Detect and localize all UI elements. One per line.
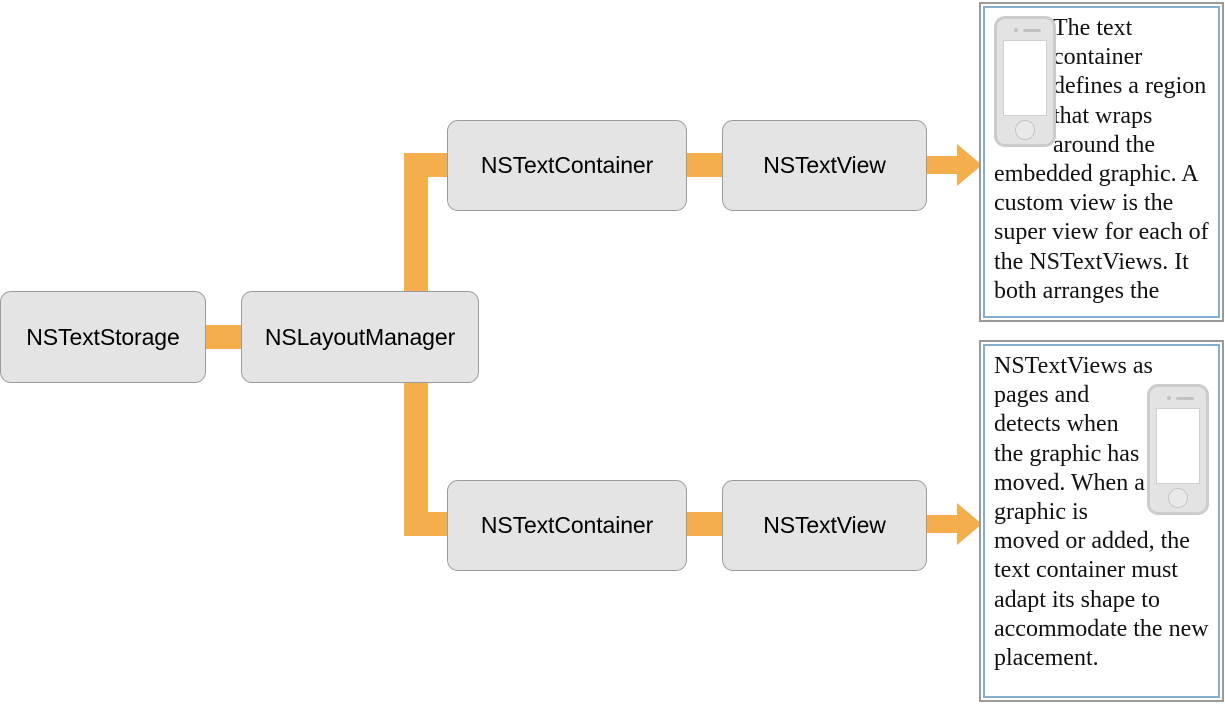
phone-speaker-slot xyxy=(1176,397,1194,400)
node-label: NSLayoutManager xyxy=(264,323,456,350)
node-nstextview-bottom[interactable]: NSTextView xyxy=(722,480,927,571)
text-panel-bottom-inner: NSTextViews as pages and detects when th… xyxy=(983,344,1220,698)
phone-home-button xyxy=(1168,488,1188,508)
connector-storage-to-layout xyxy=(204,325,244,349)
text-panel-bottom: NSTextViews as pages and detects when th… xyxy=(979,340,1224,702)
node-nslayoutmanager[interactable]: NSLayoutManager xyxy=(241,291,479,383)
phone-camera-dot xyxy=(1014,28,1018,32)
phone-camera-dot xyxy=(1167,396,1171,400)
node-nstextcontainer-top[interactable]: NSTextContainer xyxy=(447,120,687,211)
arrow-right-icon-top xyxy=(925,144,982,186)
node-nstextstorage[interactable]: NSTextStorage xyxy=(0,291,206,383)
connector-elbow-top xyxy=(404,153,450,177)
arrow-right-icon-bottom xyxy=(925,503,982,545)
node-nstextcontainer-bottom[interactable]: NSTextContainer xyxy=(447,480,687,571)
node-label: NSTextStorage xyxy=(26,323,180,350)
phone-screen xyxy=(1156,408,1200,484)
text-panel-top: The text container defines a region that… xyxy=(979,2,1224,322)
node-label: NSTextContainer xyxy=(480,512,654,538)
phone-icon xyxy=(1147,384,1209,515)
phone-icon xyxy=(994,16,1056,147)
text-panel-top-body: The text container defines a region that… xyxy=(994,15,1209,304)
phone-home-button xyxy=(1015,120,1035,140)
node-nstextview-top[interactable]: NSTextView xyxy=(722,120,927,211)
phone-speaker-slot xyxy=(1023,29,1041,32)
node-label: NSTextView xyxy=(763,152,886,178)
connector-container-to-view-top xyxy=(685,153,724,177)
connector-elbow-bottom xyxy=(404,512,450,536)
text-panel-top-inner: The text container defines a region that… xyxy=(983,6,1220,318)
node-label: NSTextView xyxy=(763,512,886,538)
node-label: NSTextContainer xyxy=(480,152,654,178)
phone-screen xyxy=(1003,40,1047,116)
connector-container-to-view-bottom xyxy=(685,512,724,536)
text-panel-bottom-body: NSTextViews as pages and detects when th… xyxy=(994,353,1209,672)
